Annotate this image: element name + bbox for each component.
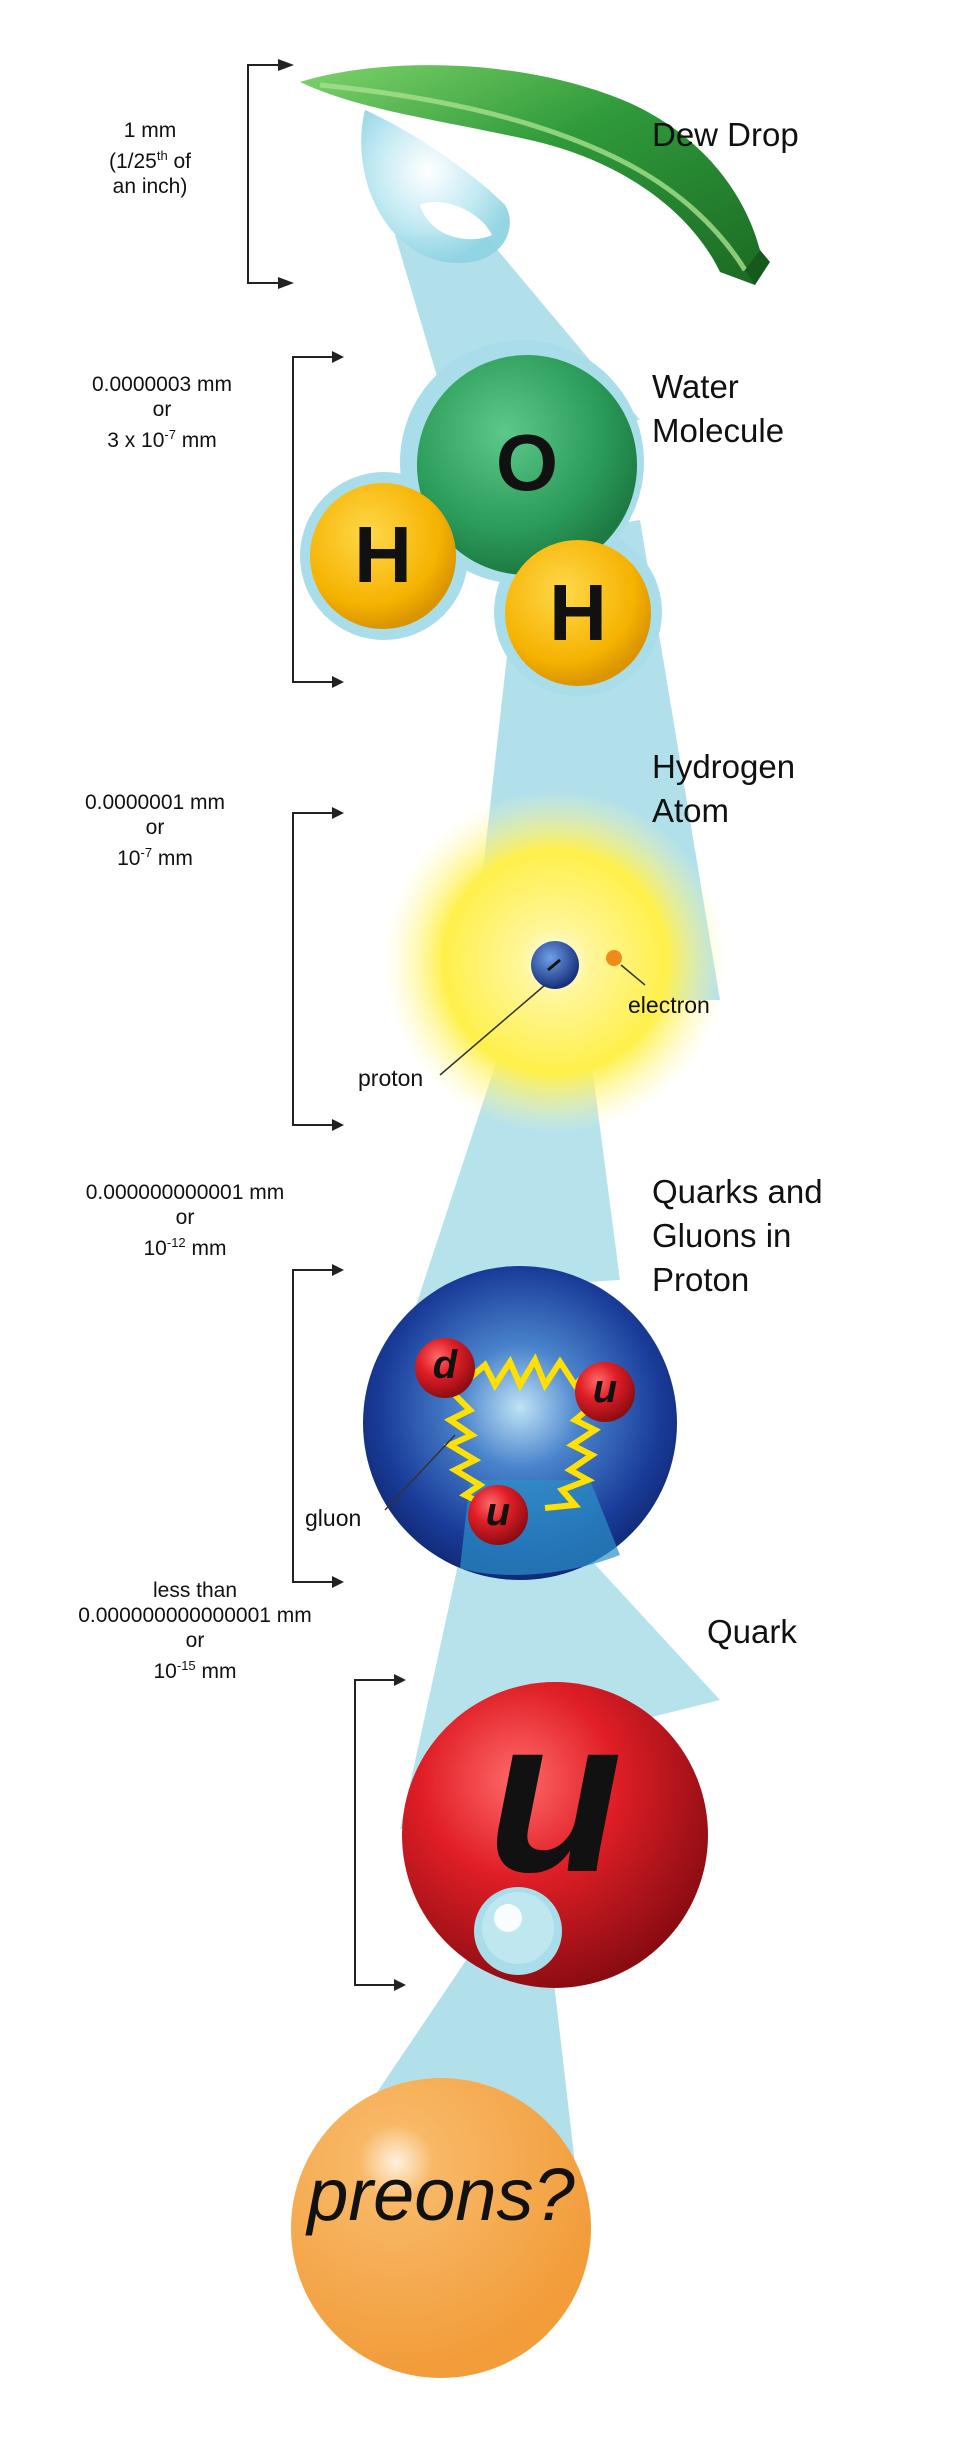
scale-line: or <box>152 398 172 421</box>
scale-line: 0.000000000000001 mm <box>78 1604 312 1627</box>
label-electron: electron <box>628 992 710 1018</box>
quark-letter-u-bottom: u <box>485 1490 511 1534</box>
label-preons: preons? <box>307 2153 575 2236</box>
scale-line: 3 x 10-7 mm <box>107 427 217 452</box>
scale-label-hydrogen-atom: 0.0000001 mm or 10-7 mm <box>50 790 260 871</box>
hydrogen-atom-right <box>505 540 651 686</box>
scale-line: or <box>175 1206 195 1229</box>
hydrogen-atom-left <box>310 483 456 629</box>
quark-u-bottom <box>468 1485 528 1545</box>
preon-illustration <box>291 2078 591 2378</box>
scale-label-dew-drop: 1 mm (1/25th of an inch) <box>50 118 250 199</box>
title-quark: Quark <box>707 1613 797 1650</box>
quark-letter-u-right: u <box>592 1367 618 1411</box>
scale-line: (1/25th of <box>108 148 192 173</box>
scale-brackets <box>247 64 400 1986</box>
quark-letter-d: d <box>432 1343 458 1387</box>
label-proton: proton <box>358 1065 424 1091</box>
dew-drop-illustration <box>300 65 770 285</box>
scale-line: 0.0000001 mm <box>84 791 226 814</box>
scale-label-quark: less than 0.000000000000001 mm or 10-15 … <box>50 1578 340 1684</box>
hydrogen-symbol-left: H <box>354 510 412 599</box>
quark-u-right <box>575 1362 635 1422</box>
title-quarks-gluons: Quarks and Gluons in Proton <box>652 1173 823 1298</box>
quark-d <box>415 1338 475 1398</box>
scale-line: 0.0000003 mm <box>91 373 233 396</box>
oxygen-symbol: O <box>495 418 559 507</box>
scale-label-proton: 0.000000000001 mm or 10-12 mm <box>50 1180 320 1261</box>
scale-line: 1 mm <box>123 119 177 142</box>
preon-sphere <box>291 2078 591 2378</box>
scale-line: less than <box>152 1579 238 1602</box>
scale-line: 10-7 mm <box>117 845 193 870</box>
scale-label-water-molecule: 0.0000003 mm or 3 x 10-7 mm <box>42 372 282 453</box>
scale-line: 10-12 mm <box>143 1235 227 1260</box>
scale-line: an inch) <box>112 175 188 198</box>
water-molecule-illustration <box>300 340 662 696</box>
label-gluon: gluon <box>305 1505 362 1531</box>
title-dew-drop: Dew Drop <box>652 116 799 153</box>
oxygen-atom <box>417 355 637 575</box>
proton-quarks-illustration <box>363 1266 677 1580</box>
scale-line: or <box>185 1629 205 1652</box>
title-water-molecule: Water Molecule <box>652 368 785 449</box>
hydrogen-atom-illustration <box>383 790 727 1134</box>
quark-letter-u-large: u <box>487 1672 623 1918</box>
gluon-lines <box>443 1353 602 1511</box>
scale-line: 10-15 mm <box>153 1658 237 1683</box>
scale-line: 0.000000000001 mm <box>85 1181 285 1204</box>
quark-sphere <box>402 1682 708 1988</box>
title-hydrogen-atom: Hydrogen Atom <box>652 748 796 829</box>
electron-dot <box>606 950 622 966</box>
bracket-arrowheads <box>278 59 406 1991</box>
hydrogen-symbol-right: H <box>549 568 607 657</box>
scale-line: or <box>145 816 165 839</box>
quark-illustration <box>402 1682 708 1988</box>
